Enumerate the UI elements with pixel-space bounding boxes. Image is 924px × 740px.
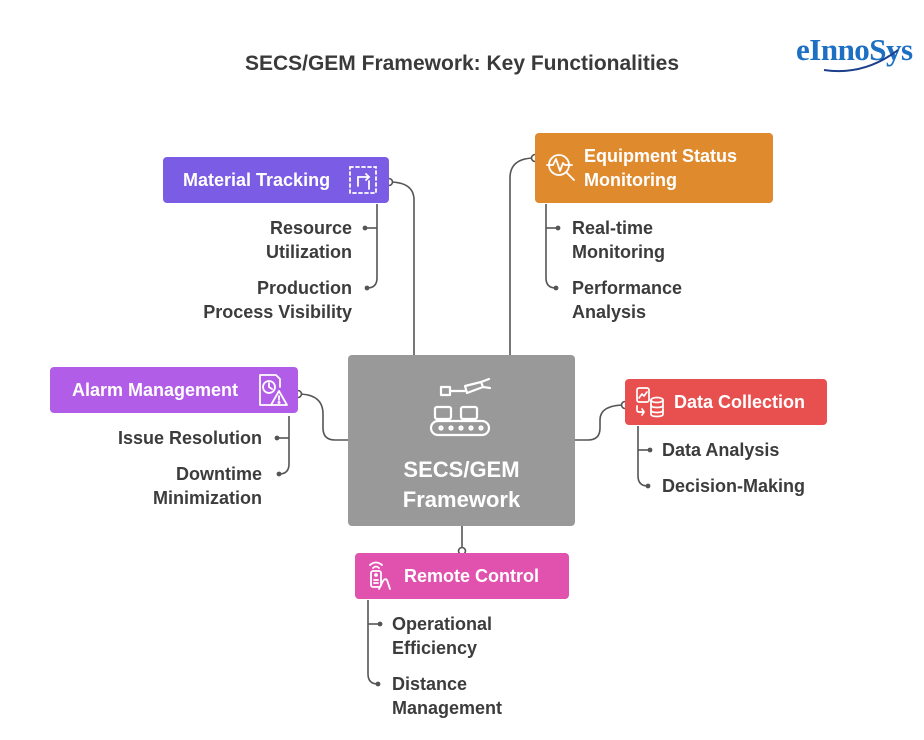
item-line: Utilization <box>266 242 352 262</box>
clock-warning-document-icon <box>259 374 288 406</box>
item-line: Management <box>392 698 503 718</box>
center-title: SECS/GEM Framework <box>348 455 575 515</box>
item-line: Decision-Making <box>662 476 806 496</box>
item-line: Production <box>257 278 352 298</box>
logo-text: eInnoSys <box>796 32 913 67</box>
data-item-data-analysis: Data Analysis <box>662 438 779 462</box>
data-item-decision-making: Decision-Making <box>662 474 805 498</box>
material-tracking-node: Material Tracking <box>163 157 389 203</box>
item-line: Resource <box>269 218 352 238</box>
center-node: SECS/GEM Framework <box>348 355 575 526</box>
remote-control-node: Remote Control <box>355 553 569 599</box>
equipment-status-label-line1: Equipment Status <box>584 146 738 166</box>
einnosys-logo: eInnoSys <box>794 32 913 76</box>
chart-database-icon <box>636 387 664 418</box>
material-tracking-label: Material Tracking <box>183 170 331 190</box>
center-title-line1: SECS/GEM <box>403 457 520 482</box>
remote-item-distance-management: Distance Management <box>392 672 502 720</box>
item-line: Real-time <box>572 218 654 238</box>
equipment-status-label-line2: Monitoring <box>584 170 677 190</box>
data-collection-label: Data Collection <box>674 392 806 412</box>
alarm-item-downtime-minimization: Downtime Minimization <box>153 462 262 510</box>
material-item-resource-utilization: Resource Utilization <box>266 216 352 264</box>
remote-item-operational-efficiency: Operational Efficiency <box>392 612 492 660</box>
item-line: Process Visibility <box>203 302 352 322</box>
conveyor-robot-icon <box>429 377 492 437</box>
alarm-item-issue-resolution: Issue Resolution <box>118 426 262 450</box>
item-line: Issue Resolution <box>117 428 262 448</box>
item-line: Performance <box>572 278 683 298</box>
equipment-status-node: Equipment Status Monitoring <box>535 133 773 203</box>
item-line: Efficiency <box>392 638 478 658</box>
logo-swoosh-icon <box>823 49 899 73</box>
item-line: Data Analysis <box>662 440 780 460</box>
alarm-management-node: Alarm Management <box>50 367 298 413</box>
material-item-production-visibility: Production Process Visibility <box>203 276 352 324</box>
item-line: Downtime <box>175 464 262 484</box>
page-title: SECS/GEM Framework: Key Functionalities <box>244 52 680 75</box>
item-line: Operational <box>392 614 493 634</box>
refresh-select-icon <box>349 166 377 194</box>
item-line: Minimization <box>153 488 262 508</box>
data-collection-node: Data Collection <box>625 379 827 425</box>
equipment-item-performance-analysis: Performance Analysis <box>572 276 682 324</box>
item-line: Distance <box>392 674 468 694</box>
item-line: Analysis <box>572 302 647 322</box>
remote-control-icon <box>369 561 391 590</box>
remote-control-label: Remote Control <box>404 566 539 586</box>
item-line: Monitoring <box>572 242 665 262</box>
center-title-line2: Framework <box>402 487 521 512</box>
equipment-item-realtime-monitoring: Real-time Monitoring <box>572 216 665 264</box>
alarm-management-label: Alarm Management <box>72 380 239 400</box>
heartbeat-search-icon <box>546 154 575 181</box>
